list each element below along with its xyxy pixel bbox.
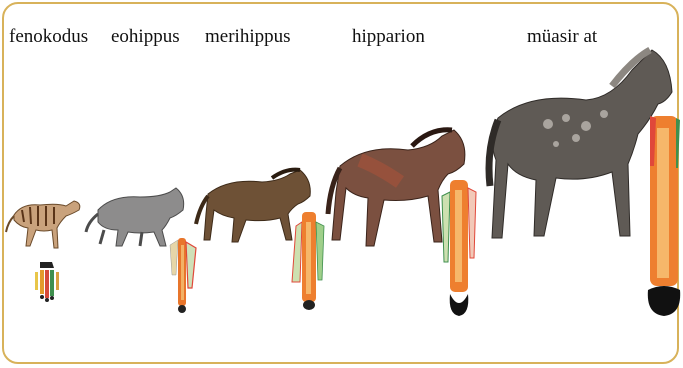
muasir-at-illustration [489, 50, 672, 238]
eohippus-foot-illustration [170, 238, 196, 313]
fenokodus-foot-illustration [35, 262, 59, 302]
muasir-at-foot-illustration [648, 116, 680, 316]
merihippus-illustration [196, 170, 310, 242]
merihippus-foot-illustration [292, 212, 324, 310]
hipparion-foot-illustration [442, 180, 476, 316]
eohippus-illustration [86, 188, 184, 246]
fenokodus-illustration [6, 201, 80, 248]
